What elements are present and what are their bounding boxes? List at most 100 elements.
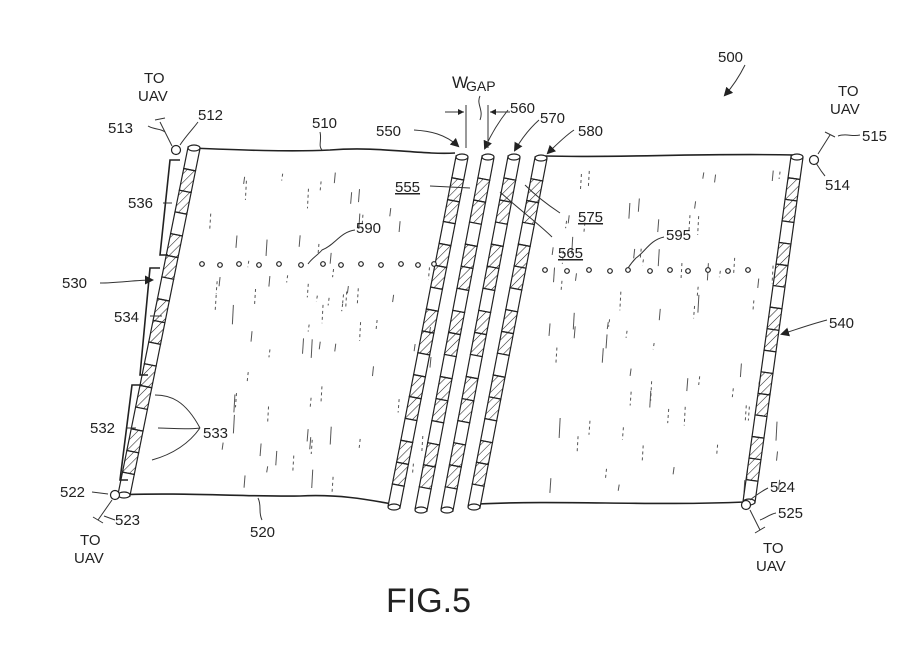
leader-520 (257, 497, 263, 521)
left-bar-segment (134, 384, 153, 411)
texture-mark (209, 213, 212, 230)
texture-mark (218, 276, 221, 287)
dot-595 (542, 267, 548, 273)
top-edge-510 (189, 147, 796, 158)
texture-mark (698, 376, 701, 386)
dot-590 (415, 262, 421, 268)
texture-mark (244, 180, 247, 200)
ref-550: 550 (376, 123, 401, 140)
texture-mark (588, 420, 591, 435)
bar-570-segment (452, 419, 471, 446)
texture-mark (560, 280, 563, 292)
texture-mark (733, 257, 736, 274)
ref-540: 540 (829, 315, 854, 332)
texture-mark (318, 341, 321, 350)
to-uav-bl-line2: UAV (74, 550, 104, 567)
leader-515 (837, 134, 861, 137)
bar-570-segment (465, 353, 483, 380)
texture-mark (281, 173, 284, 181)
texture-mark (342, 294, 345, 305)
texture-mark (346, 285, 349, 294)
bar-570-segment (486, 243, 504, 270)
bar-550-segment (412, 352, 431, 378)
leader-510 (319, 131, 323, 151)
texture-mark (747, 406, 750, 421)
texture-mark (221, 442, 224, 450)
dot-595 (705, 267, 711, 273)
texture-mark (606, 322, 609, 330)
texture-mark (697, 216, 700, 235)
texture-mark (243, 475, 246, 488)
ref-513: 513 (108, 120, 133, 137)
texture-mark (683, 406, 686, 426)
texture-mark (688, 215, 691, 231)
texture-mark (573, 326, 576, 339)
texture-mark (306, 429, 309, 442)
dot-590 (431, 261, 437, 267)
texture-mark (693, 305, 696, 319)
bar-580-segment (479, 417, 498, 444)
bar-580-segment (496, 330, 515, 357)
leader-512 (179, 121, 199, 146)
bar-570-cap (440, 506, 454, 514)
texture-mark (214, 294, 217, 311)
ref-525: 525 (778, 505, 803, 522)
bar-560-cap (414, 506, 428, 514)
texture-mark (574, 273, 577, 281)
ref-590: 590 (356, 220, 381, 237)
texture-mark (652, 343, 655, 350)
texture-mark (286, 275, 289, 283)
bar-550-segment (442, 198, 461, 225)
texture-mark (558, 418, 561, 438)
texture-mark (254, 288, 257, 305)
tether-515 (817, 131, 836, 155)
texture-mark (649, 390, 652, 408)
dot-590 (378, 262, 384, 268)
texture-mark (331, 476, 334, 492)
bar-560-segment (456, 265, 474, 292)
dot-595 (607, 268, 613, 274)
dot-595 (725, 268, 731, 274)
middle-supports (387, 153, 548, 514)
texture-mark (358, 213, 361, 230)
texture-mark (375, 319, 378, 330)
bar-570-segment (490, 221, 509, 248)
left-bar-segment (165, 232, 184, 259)
arrow-580 (546, 129, 575, 155)
texture-mark (421, 435, 424, 453)
bar-580-segment (517, 221, 536, 248)
texture-mark (696, 286, 699, 297)
texture-mark (306, 283, 309, 298)
ref-555: 555 (395, 179, 420, 196)
bar-580-segment (475, 439, 494, 466)
texture-mark (345, 291, 348, 309)
texture-mark (608, 319, 611, 327)
texture-mark (565, 220, 568, 229)
left-bar-segment (126, 428, 144, 454)
texture-mark (234, 393, 237, 408)
texture-mark (601, 348, 604, 363)
texture-mark (639, 248, 642, 260)
arrow-570 (513, 119, 540, 152)
bar-580-segment (505, 287, 523, 313)
texture-mark (298, 235, 301, 247)
texture-mark (329, 426, 332, 445)
to-uav-tl-line1: TO (144, 70, 165, 87)
connector-512 (170, 144, 182, 156)
arrow-560 (483, 109, 509, 150)
dot-595 (685, 268, 691, 274)
texture-mark (757, 278, 760, 289)
dot-595 (647, 268, 653, 274)
bar-550-segment (425, 286, 444, 312)
left-bar-segment (161, 254, 179, 281)
texture-mark (306, 188, 309, 209)
arrow-550 (413, 129, 460, 148)
texture-mark (625, 330, 628, 338)
dot-590 (398, 261, 404, 267)
leader-522 (91, 491, 109, 495)
texture-mark (617, 484, 620, 491)
leader-595 (627, 236, 665, 269)
texture-mark (341, 303, 344, 312)
texture-mark (739, 363, 742, 378)
leader-575 (524, 184, 561, 214)
